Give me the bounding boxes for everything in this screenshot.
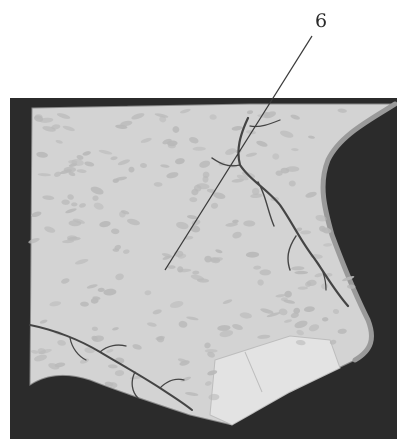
- pore: [64, 167, 76, 173]
- pore: [71, 202, 77, 206]
- callout-label: 6: [315, 10, 327, 32]
- pore: [243, 220, 255, 226]
